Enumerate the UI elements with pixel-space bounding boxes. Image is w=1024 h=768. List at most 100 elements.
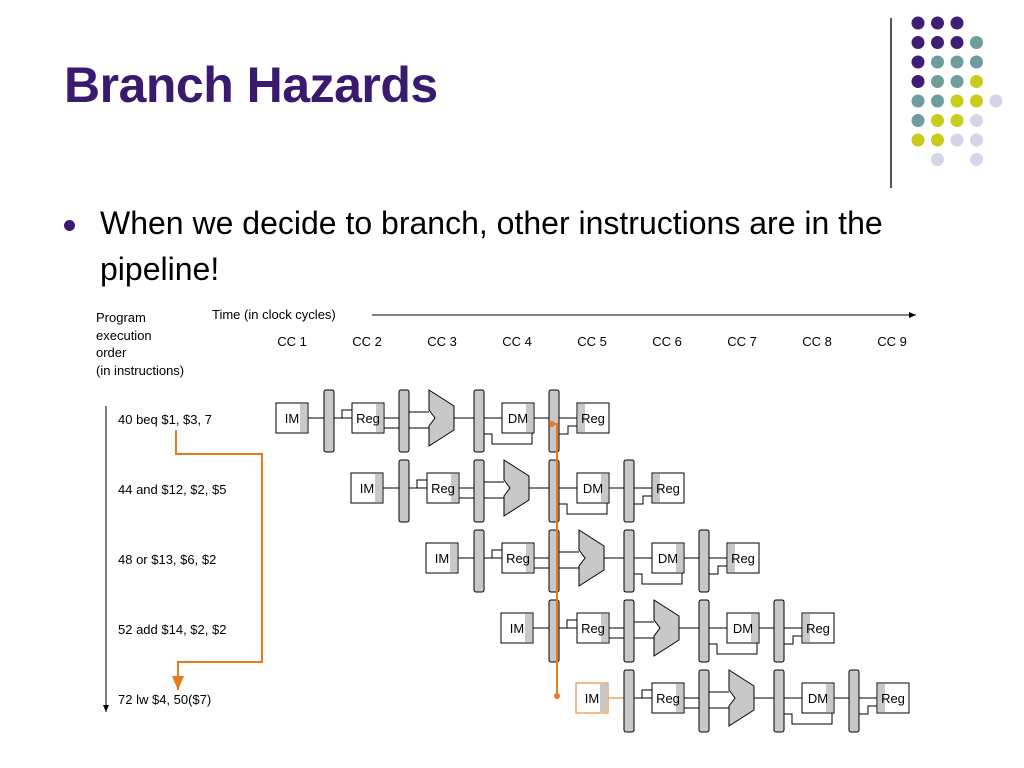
pipeline-register xyxy=(473,529,485,593)
order-label-line4: (in instructions) xyxy=(96,363,184,378)
instruction-label: 48 or $13, $6, $2 xyxy=(118,552,216,567)
time-axis-label: Time (in clock cycles) xyxy=(212,307,336,322)
decor-dot xyxy=(931,16,944,30)
decor-dot xyxy=(950,16,964,30)
instruction-label: 52 add $14, $2, $2 xyxy=(118,622,226,637)
decor-dot xyxy=(970,55,983,69)
instruction-row: 72 lw $4, 50($7) IM Reg DM Reg xyxy=(118,669,910,733)
alu-stage xyxy=(728,669,755,727)
decor-dot xyxy=(950,55,964,69)
bullet-text: When we decide to branch, other instruct… xyxy=(100,205,883,287)
branch-decision-line xyxy=(552,423,558,696)
clock-cycle-label: CC 6 xyxy=(652,334,682,349)
dm-stage-label: DM xyxy=(583,481,603,496)
slide-title: Branch Hazards xyxy=(64,57,438,113)
pipeline-register xyxy=(473,389,485,453)
decor-dot xyxy=(970,114,983,127)
decor-dot xyxy=(931,94,944,108)
wb-reg-stage-label: Reg xyxy=(731,551,755,566)
pipeline-register xyxy=(623,459,635,523)
decor-dot xyxy=(911,36,925,49)
decor-dot xyxy=(970,153,983,166)
decor-dot xyxy=(931,36,944,49)
pipeline-register xyxy=(473,459,485,523)
pipeline-register xyxy=(623,599,635,663)
bullet-dot-icon xyxy=(64,220,75,231)
pipeline-register xyxy=(698,529,710,593)
instruction-label: 72 lw $4, 50($7) xyxy=(118,692,211,707)
reg-stage-label: Reg xyxy=(356,411,380,426)
im-stage-label: IM xyxy=(510,621,524,636)
pipeline-register xyxy=(398,459,410,523)
wb-reg-stage-label: Reg xyxy=(881,691,905,706)
clock-cycle-label: CC 8 xyxy=(802,334,832,349)
decor-dot xyxy=(931,114,944,127)
alu-stage xyxy=(578,529,605,587)
decor-dot xyxy=(931,153,944,166)
pipeline-register xyxy=(398,389,410,453)
wb-reg-stage-label: Reg xyxy=(656,481,680,496)
instruction-row: 44 and $12, $2, $5 IM Reg DM Reg xyxy=(118,459,685,523)
decor-dot xyxy=(931,75,944,88)
pipeline-register xyxy=(698,599,710,663)
pipeline-register xyxy=(623,669,635,733)
pipeline-register xyxy=(698,669,710,733)
decor-dot xyxy=(950,36,964,49)
clock-cycle-label: CC 1 xyxy=(277,334,307,349)
decor-dot xyxy=(911,55,925,69)
order-label-line1: Program xyxy=(96,310,146,325)
decorative-dot-grid xyxy=(911,16,1003,166)
clock-cycle-label: CC 4 xyxy=(502,334,532,349)
reg-stage-label: Reg xyxy=(656,691,680,706)
instruction-label: 44 and $12, $2, $5 xyxy=(118,482,226,497)
decor-dot xyxy=(950,94,964,108)
decor-dot xyxy=(911,114,925,127)
im-stage-label: IM xyxy=(435,551,449,566)
decor-dot xyxy=(970,94,983,108)
dm-stage-label: DM xyxy=(508,411,528,426)
im-stage-label: IM xyxy=(585,691,599,706)
decor-dot xyxy=(911,133,925,147)
decor-dot xyxy=(911,94,925,108)
decor-dot xyxy=(970,133,983,147)
reg-stage-label: Reg xyxy=(431,481,455,496)
clock-cycle-labels: CC 1 CC 2 CC 3 CC 4 CC 5 CC 6 CC 7 CC 8 CC 9 xyxy=(277,334,907,349)
decor-dot xyxy=(950,75,964,88)
instruction-label: 40 beq $1, $3, 7 xyxy=(118,412,212,427)
dm-stage-label: DM xyxy=(658,551,678,566)
pipeline-register xyxy=(773,599,785,663)
alu-stage xyxy=(653,599,680,657)
decor-dot xyxy=(931,55,944,69)
clock-cycle-label: CC 2 xyxy=(352,334,382,349)
decor-dot xyxy=(950,114,964,127)
decor-dot xyxy=(950,133,964,147)
decor-dot xyxy=(911,75,925,88)
im-stage-label: IM xyxy=(360,481,374,496)
decor-dot xyxy=(970,75,983,88)
alu-stage xyxy=(503,459,530,517)
decor-dot xyxy=(989,94,1003,108)
decor-dot xyxy=(931,133,944,147)
wb-reg-stage-label: Reg xyxy=(581,411,605,426)
wb-reg-stage-label: Reg xyxy=(806,621,830,636)
order-label-line2: execution xyxy=(96,328,152,343)
clock-cycle-label: CC 9 xyxy=(877,334,907,349)
pipeline-register xyxy=(773,669,785,733)
order-label-line3: order xyxy=(96,345,127,360)
clock-cycle-label: CC 3 xyxy=(427,334,457,349)
dm-stage-label: DM xyxy=(808,691,828,706)
alu-stage xyxy=(428,389,455,447)
clock-cycle-label: CC 7 xyxy=(727,334,757,349)
decor-dot xyxy=(911,16,925,30)
reg-stage-label: Reg xyxy=(581,621,605,636)
pipeline-register xyxy=(848,669,860,733)
decor-dot xyxy=(970,36,983,49)
instruction-row: 40 beq $1, $3, 7 IM Reg DM Reg xyxy=(118,389,610,453)
pipeline-register xyxy=(323,389,335,453)
clock-cycle-label: CC 5 xyxy=(577,334,607,349)
im-stage-label: IM xyxy=(285,411,299,426)
pipeline-register xyxy=(623,529,635,593)
